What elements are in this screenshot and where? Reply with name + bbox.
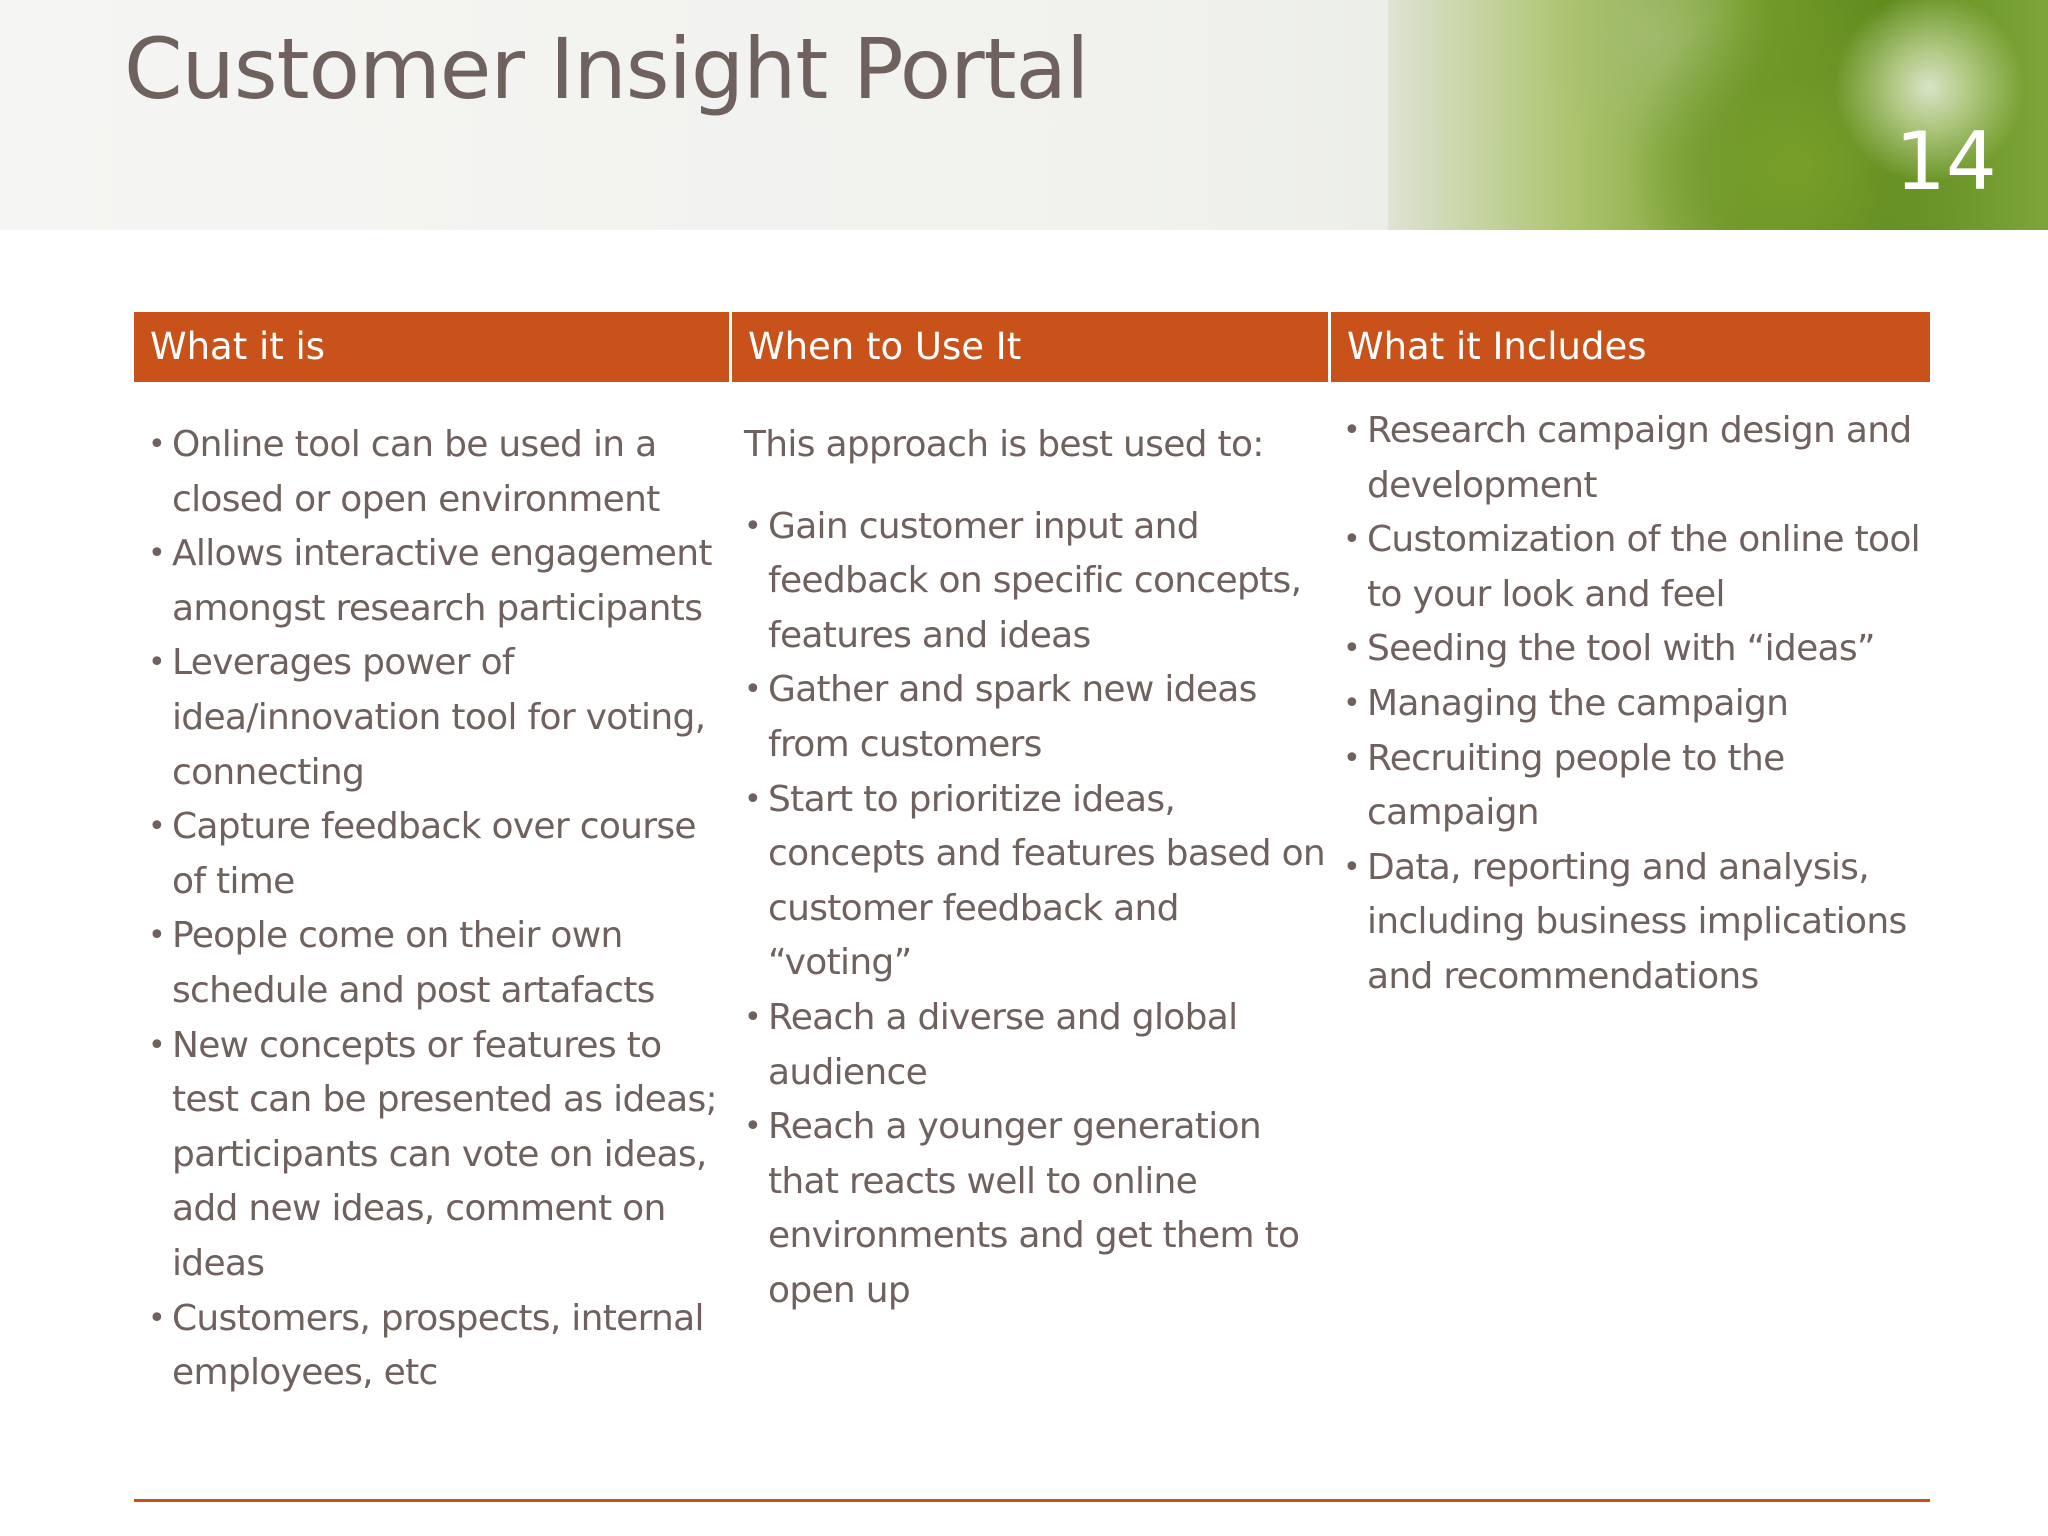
table-body: Online tool can be used in a closed or o…: [134, 382, 1930, 1401]
column-when-to-use: This approach is best used to: Gain cust…: [732, 382, 1331, 1401]
list-item: Seeding the tool with “ideas”: [1343, 622, 1930, 677]
slide-title: Customer Insight Portal: [124, 20, 1089, 118]
what-it-includes-list: Research campaign design and development…: [1343, 404, 1930, 1005]
what-it-is-list: Online tool can be used in a closed or o…: [148, 418, 732, 1401]
list-item: Research campaign design and development: [1343, 404, 1930, 513]
column-what-it-is: Online tool can be used in a closed or o…: [134, 382, 732, 1401]
list-item: Leverages power of idea/innovation tool …: [148, 636, 732, 800]
table-bottom-divider: [134, 1499, 1930, 1502]
list-item: Gain customer input and feedback on spec…: [744, 500, 1331, 664]
list-item: Reach a diverse and global audience: [744, 991, 1331, 1100]
list-item: Data, reporting and analysis, including …: [1343, 841, 1930, 1005]
list-item: Recruiting people to the campaign: [1343, 732, 1930, 841]
list-item: Customization of the online tool to your…: [1343, 513, 1930, 622]
list-item: Allows interactive engagement amongst re…: [148, 527, 732, 636]
column-header-what-it-is: What it is: [134, 312, 732, 382]
list-item: People come on their own schedule and po…: [148, 909, 732, 1018]
header-decorative-image: [1388, 0, 2048, 230]
list-item: Customers, prospects, internal employees…: [148, 1292, 732, 1401]
column-header-when-to-use: When to Use It: [732, 312, 1331, 382]
page-number: 14: [1895, 115, 1997, 208]
list-item: Capture feedback over course of time: [148, 800, 732, 909]
when-to-use-intro: This approach is best used to:: [744, 424, 1264, 465]
column-header-what-it-includes: What it Includes: [1331, 312, 1930, 382]
list-item: Gather and spark new ideas from customer…: [744, 663, 1331, 772]
list-item: Managing the campaign: [1343, 677, 1930, 732]
column-what-it-includes: Research campaign design and development…: [1331, 382, 1930, 1401]
info-table: What it is When to Use It What it Includ…: [134, 312, 1930, 1401]
list-item: New concepts or features to test can be …: [148, 1019, 732, 1292]
list-item: Start to prioritize ideas, concepts and …: [744, 773, 1331, 991]
when-to-use-list: Gain customer input and feedback on spec…: [744, 500, 1331, 1319]
table-header-row: What it is When to Use It What it Includ…: [134, 312, 1930, 382]
list-item: Online tool can be used in a closed or o…: [148, 418, 732, 527]
list-item: Reach a younger generation that reacts w…: [744, 1100, 1331, 1318]
